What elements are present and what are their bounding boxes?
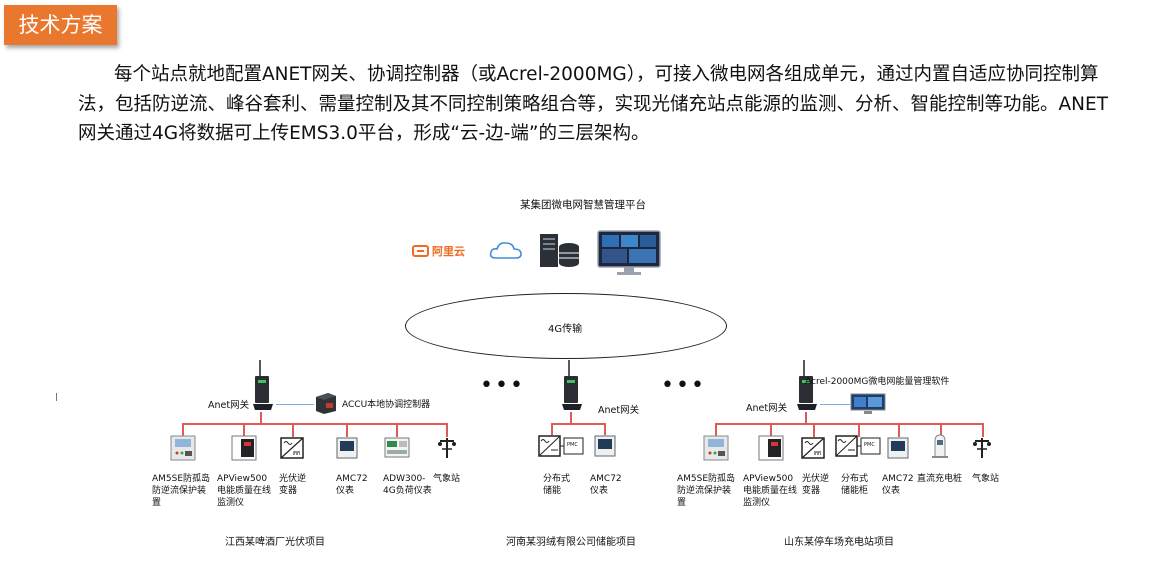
middle-gateway-icon: [561, 360, 583, 416]
left-gateway-label: Anet网关: [208, 400, 250, 411]
platform-title: 某集团微电网智慧管理平台: [520, 199, 646, 211]
right-device-label-7: 气象站: [972, 474, 1000, 484]
middle-device-label-1: 分布式储能: [543, 474, 571, 496]
left-controller-icon: [314, 391, 338, 419]
right-device-label-5: AMC72仪表: [882, 474, 914, 496]
right-device-label-1: AM5SE防孤岛防逆流保护装置: [677, 474, 736, 508]
middle-device-label-2: AMC72仪表: [590, 474, 622, 496]
right-bus: [715, 423, 983, 425]
stray-mark: [56, 393, 57, 401]
left-device-label-5: ADW300-4G负荷仪表: [383, 474, 432, 496]
left-am5se-icon: [170, 435, 196, 465]
middle-amc72-icon: [594, 435, 616, 461]
left-adw300-icon: [384, 435, 410, 463]
left-gateway-link: [276, 404, 314, 405]
left-weather-station-icon: [437, 435, 457, 463]
left-controller-label: ACCU本地协调控制器: [342, 400, 431, 410]
right-project-title: 山东某停车场充电站项目: [784, 537, 894, 548]
right-software-monitor-icon: [850, 393, 886, 419]
right-device-label-4: 分布式储能柜: [841, 474, 869, 496]
network-ellipse: [405, 293, 727, 359]
right-charger-icon: [929, 433, 951, 463]
right-software-label: Acrel-2000MG微电网能量管理软件: [805, 377, 950, 387]
left-device-label-6: 气象站: [433, 474, 461, 484]
right-device-label-6: 直流充电桩: [917, 474, 963, 484]
architecture-diagram: 某集团微电网智慧管理平台 阿里云: [0, 180, 1160, 573]
left-pv-inverter-icon: [280, 437, 304, 463]
monitor-icon: [597, 230, 661, 280]
network-label: 4G传输: [548, 324, 583, 335]
right-weather-station-icon: [972, 435, 992, 463]
right-gateway-icon: [796, 360, 818, 416]
middle-project-title: 河南某羽绒有限公司储能项目: [506, 537, 636, 548]
right-pv-inverter-icon: [801, 437, 825, 463]
left-apview500-icon: [231, 435, 257, 465]
middle-storage-icon: PMC: [538, 435, 584, 461]
right-am5se-icon: [703, 435, 729, 465]
left-amc72-icon: [336, 437, 358, 463]
right-storage-icon: PMC: [835, 435, 881, 461]
server-database-icon: [538, 232, 582, 274]
left-device-label-1: AM5SE防孤岛防逆流保护装置: [152, 474, 211, 508]
right-device-label-2: APView500电能质量在线监测仪: [743, 474, 798, 508]
cloud-icon: [488, 240, 524, 266]
right-gateway-label: Anet网关: [746, 403, 788, 414]
left-bus-drop: [260, 412, 262, 424]
right-device-label-3: 光伏逆变器: [802, 474, 830, 496]
right-apview500-icon: [758, 435, 784, 465]
left-bus: [182, 423, 448, 425]
middle-gateway-label: Anet网关: [598, 405, 640, 416]
left-device-label-2: APView500电能质量在线监测仪: [217, 474, 272, 508]
middle-bus: [551, 423, 605, 425]
left-gateway-icon: [252, 360, 274, 416]
left-device-label-4: AMC72仪表: [336, 474, 368, 496]
left-device-label-3: 光伏逆变器: [279, 474, 307, 496]
ellipsis-right: •••: [661, 373, 706, 398]
section-badge: 技术方案: [4, 5, 117, 45]
intro-paragraph: 每个站点就地配置ANET网关、协调控制器（或Acrel-2000MG），可接入微…: [78, 64, 1108, 144]
right-amc72-icon: [887, 437, 909, 463]
right-gateway-link: [820, 404, 850, 405]
aliyun-logo: 阿里云: [412, 243, 476, 259]
ellipsis-left: •••: [480, 373, 525, 398]
left-project-title: 江西某啤酒厂光伏项目: [225, 537, 325, 548]
